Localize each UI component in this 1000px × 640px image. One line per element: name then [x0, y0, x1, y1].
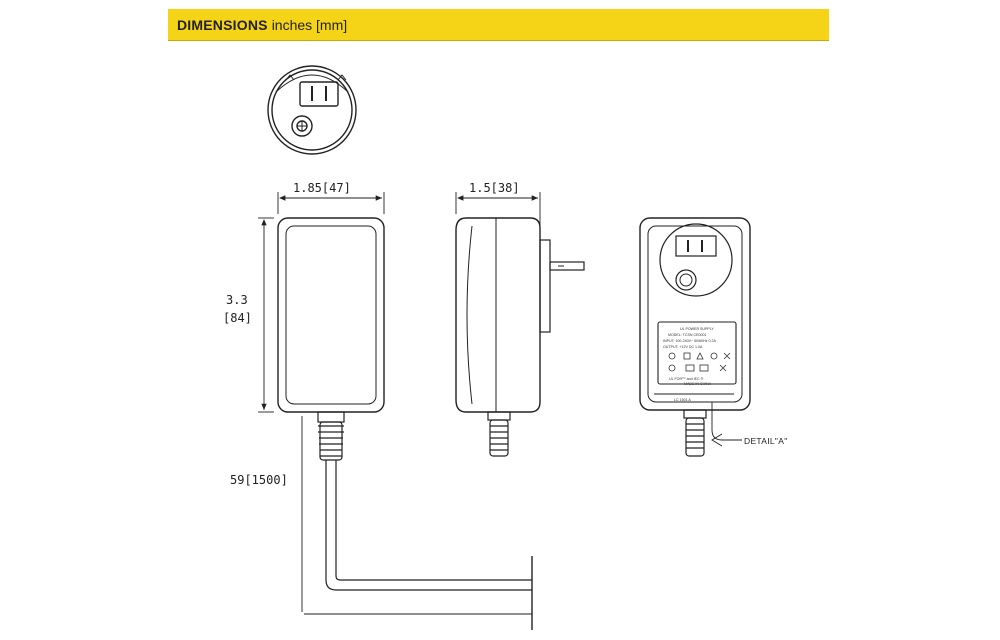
cable-length-dimension	[301, 416, 532, 615]
header-units: inches [mm]	[271, 17, 348, 33]
depth-dimension	[455, 192, 541, 236]
width-label: 1.85[47]	[293, 181, 351, 195]
height-dimension	[258, 217, 274, 413]
plate-line-2: MODEL: TCSN CE0001	[668, 333, 706, 337]
back-view	[639, 217, 751, 457]
side-view	[455, 217, 585, 457]
plate-line-6: MADE IN CHINA	[684, 382, 712, 386]
width-dimension	[277, 192, 385, 214]
depth-label: 1.5[38]	[469, 181, 520, 195]
cable-length-label: 59[1500]	[230, 473, 288, 487]
detail-a-callout: DETAIL"A"	[744, 436, 788, 446]
height-label: 3.3	[226, 293, 248, 307]
height-mm-label: [84]	[223, 311, 252, 325]
plate-line-3: INPUT: 100-240V~ 50/60Hz 0.2A	[663, 339, 716, 343]
label-plate: UL POWER SUPPLY MODEL: TCSN CE0001 INPUT…	[663, 327, 731, 402]
front-view	[277, 217, 533, 630]
plate-code: LC 1501 A	[674, 398, 691, 402]
plate-line-5: UL FOR™ and IEC ®	[669, 377, 704, 381]
plate-line-1: UL POWER SUPPLY	[680, 327, 715, 331]
header-title-text: DIMENSIONS	[177, 17, 268, 33]
plate-line-4: OUTPUT: +12V DC 1.0A	[663, 345, 703, 349]
plug-face-view	[267, 65, 357, 155]
